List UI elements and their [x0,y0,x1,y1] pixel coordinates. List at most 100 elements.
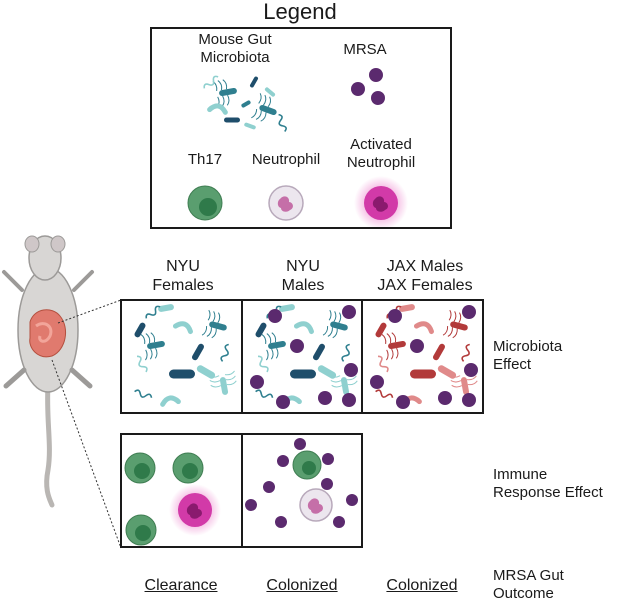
legend-mrsa-icon [351,68,385,105]
neutrophil-icon [299,488,333,522]
th17-cell-icon [124,452,156,484]
row-label-outcome: MRSA Gut Outcome [493,567,564,602]
mrsa-icon [250,375,264,389]
spirillum-icon [257,355,269,373]
mrsa-icon [275,516,287,528]
bacterium-icon [134,322,146,338]
bacterium-icon [196,365,216,379]
activated-neutrophil-icon [169,484,221,536]
bacterium-icon [255,322,267,338]
bacterium-icon [290,369,316,379]
microbiota-panel-nyu-females [134,304,237,407]
flagellated-bacterium-icon [251,93,277,122]
spirillum-icon [278,113,287,133]
curved-bacterium-icon [207,103,228,115]
group-label-nyu-males: NYU Males [281,258,325,294]
flagellated-bacterium-icon [201,309,227,339]
row-label-immune: Immune Response Effect [493,466,603,501]
th17-cell-icon [292,450,322,480]
bacterium-icon [169,369,195,379]
mrsa-icon [263,481,275,493]
bacterium-icon [224,117,240,123]
curved-bacterium-icon [293,321,314,335]
group-label-nyu-females: NYU Females [152,258,214,294]
mrsa-icon [342,393,356,407]
mrsa-icon [462,393,476,407]
bacterium-icon [375,322,387,338]
bacterium-icon [399,304,415,312]
outcome-jax: Colonized [386,577,458,594]
mrsa-icon [344,363,358,377]
immune-box-nyu-males [241,433,363,548]
legend-label-th17: Th17 [187,151,223,168]
mrsa-icon [294,438,306,450]
microbiota-panel-jax [370,304,478,409]
microbiota-box-nyu-males [241,299,363,414]
mrsa-icon [290,339,304,353]
mrsa-icon [438,391,452,405]
flagellated-bacterium-icon [261,332,286,361]
mrsa-icon [370,375,384,389]
mrsa-icon [346,494,358,506]
legend-label-neutrophil: Neutrophil [251,151,321,168]
legend-label-mrsa: MRSA [343,41,387,58]
spirillum-icon [220,343,229,362]
spirillum-icon [145,305,161,319]
legend-activated-neutrophil-icon [354,176,408,230]
bacterium-icon [241,100,251,108]
mrsa-icon [245,499,257,511]
flagellated-bacterium-icon [208,370,237,395]
bacterium-icon [264,87,276,97]
legend-title: Legend [263,0,337,24]
mrsa-icon [388,309,402,323]
curved-bacterium-icon [413,321,434,335]
mrsa-icon [410,339,424,353]
immune-panel-nyu-males [245,438,358,528]
bacterium-icon [279,304,295,312]
mrsa-icon [321,478,333,490]
zoom-line-bottom [51,359,122,549]
bacterium-icon [317,365,337,379]
mrsa-icon [268,309,282,323]
legend-th17-icon [187,185,223,221]
th17-cell-icon [125,514,157,546]
outcome-nyu-females: Clearance [144,577,218,594]
flagellated-bacterium-icon [381,332,406,361]
bacterium-icon [250,76,258,88]
legend-neutrophil-icon [268,185,304,221]
row-label-microbiota: Microbiota Effect [493,338,563,373]
mrsa-icon [396,395,410,409]
spirillum-icon [461,343,470,362]
mrsa-icon [333,516,345,528]
group-label-jax: JAX Males JAX Females [377,258,473,294]
spirillum-icon [134,389,153,398]
spirillum-icon [377,355,389,373]
th17-cell-icon [172,452,204,484]
spirillum-icon [136,355,148,373]
bacterium-icon [244,122,256,130]
bacterium-icon [410,369,436,379]
flagellated-bacterium-icon [322,309,348,339]
flagellated-bacterium-icon [140,332,165,361]
immune-box-nyu-females [120,433,243,548]
spirillum-icon [375,389,394,398]
bacterium-icon [192,343,204,361]
mouse-icon [2,235,94,508]
legend-label-gut-microbiota: Mouse Gut Microbiota [198,31,272,66]
mrsa-icon [464,363,478,377]
legend-label-activated-neutrophil: Activated Neutrophil [346,136,416,171]
mrsa-icon [318,391,332,405]
microbiota-box-jax [361,299,484,414]
curved-bacterium-icon [172,321,193,335]
bacterium-icon [437,365,457,379]
mrsa-icon [462,305,476,319]
bacterium-icon [158,304,174,312]
mrsa-icon [277,455,289,467]
mrsa-icon [276,395,290,409]
spirillum-icon [341,343,350,362]
microbiota-panel-nyu-males [250,304,358,409]
zoom-line-top [57,299,122,324]
immune-panel-nyu-females [124,452,221,546]
legend-microbiota-icon [203,75,287,133]
